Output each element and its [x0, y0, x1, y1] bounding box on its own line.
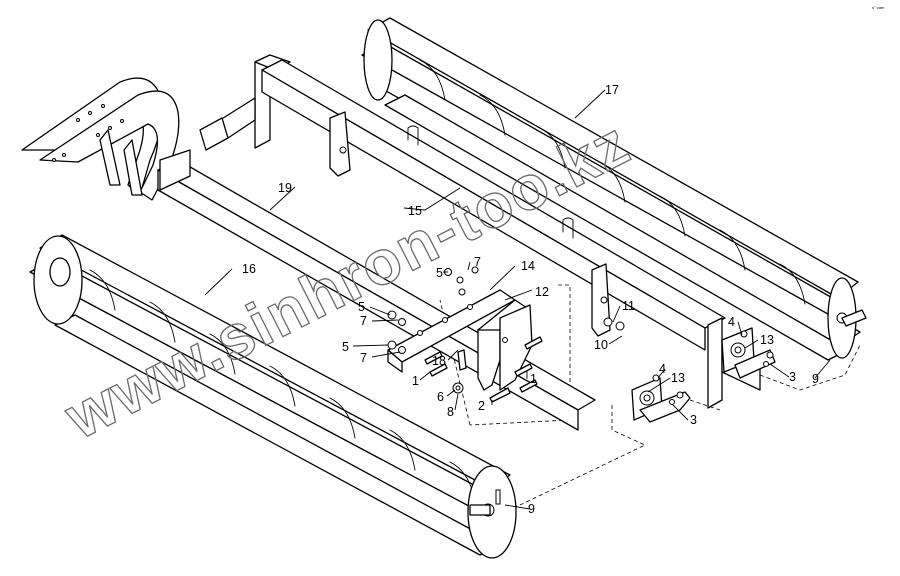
leader-lines	[204, 89, 831, 510]
callout-8: 8	[447, 405, 454, 419]
callout-7-lower: 7	[360, 351, 367, 365]
callout-3-lower: 3	[690, 413, 697, 427]
callout-5-upper: 5	[436, 266, 443, 280]
callout-16: 16	[242, 262, 256, 276]
bearing-plates	[631, 327, 776, 423]
callout-11: 11	[622, 299, 635, 313]
callout-7-mid: 7	[360, 314, 367, 328]
callout-9-lower: 9	[528, 502, 535, 516]
tine-arms	[21, 77, 180, 201]
callout-17: 17	[605, 83, 619, 97]
callout-labels: 17 15 19 16 14 12 5 7 5 7 5 7 18 1 1 2 6…	[242, 83, 819, 516]
fastener-hardware	[387, 266, 625, 403]
callout-9-upper: 9	[812, 372, 819, 386]
callout-1-right: 1	[530, 372, 537, 386]
callout-5-lower: 5	[342, 340, 349, 354]
callout-4-upper: 4	[728, 315, 735, 329]
callout-4-lower: 4	[659, 362, 666, 376]
callout-13-lower: 13	[671, 371, 685, 385]
callout-12: 12	[535, 285, 549, 299]
callout-3-upper: 3	[789, 370, 796, 384]
corner-note: s° vaer	[872, 5, 885, 10]
callout-5-mid: 5	[358, 300, 365, 314]
hitch-bracket	[387, 289, 533, 391]
callout-10: 10	[594, 338, 608, 352]
callout-2: 2	[478, 399, 485, 413]
callout-18: 18	[432, 354, 446, 368]
roller-16	[29, 234, 517, 559]
callout-13-upper: 13	[760, 333, 774, 347]
callout-7-upper: 7	[474, 255, 481, 269]
callout-6: 6	[437, 390, 444, 404]
callout-1-left: 1	[412, 374, 419, 388]
callout-15: 15	[408, 204, 422, 218]
callout-19: 19	[278, 181, 292, 195]
roller-17	[361, 17, 867, 361]
callout-14: 14	[521, 259, 535, 273]
